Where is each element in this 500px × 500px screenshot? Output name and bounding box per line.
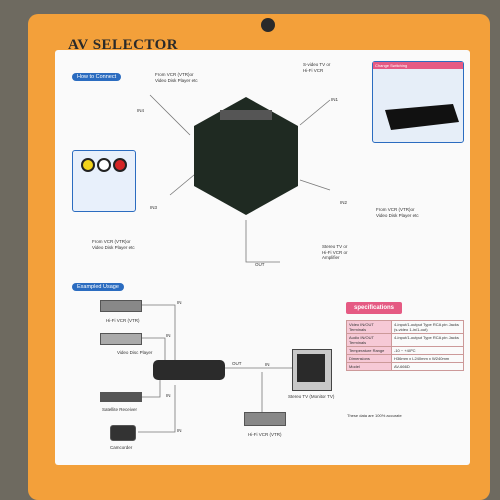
label-out-bottom: OUT [232,361,242,366]
cable-ex2 [140,337,166,365]
label-in2: IN2 [340,200,348,205]
label-stereo-tv: Stereo TV or Hi-Fi VCR or Amplifier [322,244,348,260]
label-in3: IN3 [150,205,158,210]
cable-out [245,220,280,263]
cable-in4 [149,94,191,136]
label-satellite-receiver: Satellite Receiver [102,407,138,412]
disc-player-icon [100,333,142,345]
label-stereo-tv-bottom: Stereo TV (Monitor TV) [288,394,335,399]
label-in-2: IN [166,333,171,338]
label-hifi-vcr: Hi-Fi VCR (VTR) [106,318,140,323]
label-from-vcr-top: From VCR (VTR)or Video Disk Player etc [155,72,198,83]
monitor-tv-icon [292,349,332,391]
vcr-device-icon [100,300,142,312]
cable-ex4 [138,385,176,433]
page-title: AV SELECTOR [68,37,179,53]
label-in-1: IN [177,300,182,305]
label-video-disc-player: Video Disc Player [117,350,153,355]
change-switch-title: Change Switching [373,62,463,69]
label-in-4: IN [177,428,182,433]
label-from-vcr-right: From VCR (VTR)or Video Disk Player etc [376,207,419,218]
switch-device-icon [385,104,459,130]
rca-terminal-illustration [72,150,136,212]
tv-screen [297,354,325,382]
label-svideo-tv: S-video TV or Hi-Fi VCR [303,62,331,73]
example-hub [153,360,225,380]
hang-hole [261,18,275,32]
hifi-vcr-icon [244,412,286,426]
cable-in2 [299,179,331,191]
camcorder-icon [110,425,136,441]
cable-ex3 [140,380,161,398]
table-row: Temperature Range-10 ~ +40ºC [346,346,464,355]
cable-ex1 [140,304,176,360]
rca-yellow-icon [81,158,95,172]
satellite-receiver-icon [100,392,142,402]
rca-white-icon [97,158,111,172]
rca-red-icon [113,158,127,172]
label-in4: IN4 [137,108,145,113]
spec-footnote: These data are 100% accurate [347,413,402,418]
hub-buttons [220,110,272,120]
label-camcorder: Camcorder [110,445,133,450]
cable-in1 [299,99,331,126]
section-example-usage: Exampled Usage [72,283,124,291]
specifications-title: specifications [346,302,403,314]
label-from-vcr-left: From VCR (VTR)or Video Disk Player etc [92,239,135,250]
av-selector-hub [194,97,298,215]
label-in1: IN1 [331,97,339,102]
change-switch-box: Change Switching [372,61,464,143]
section-how-to-connect: How to Connect [72,73,122,81]
label-out: OUT [255,262,265,267]
label-in-tv: IN [265,362,270,367]
label-hifi-vcr-bottom: Hi-Fi VCR (VTR) [248,432,282,437]
label-in-3: IN [166,393,171,398]
